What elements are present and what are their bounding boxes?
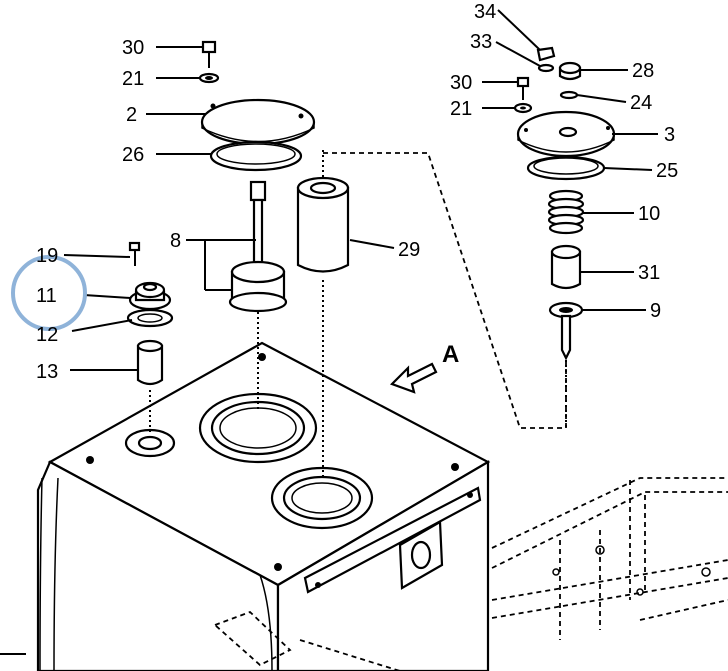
part-9-valve	[548, 301, 584, 361]
machine-frame	[213, 477, 728, 671]
part-10-spring	[547, 189, 585, 235]
callout-8: 8	[170, 230, 181, 252]
tank-port-large	[198, 392, 318, 464]
callout-12: 12	[36, 324, 58, 346]
part-25-gasket	[526, 155, 606, 181]
callout-11: 11	[36, 285, 57, 307]
callout-29: 29	[398, 239, 420, 261]
leader-lines	[63, 9, 658, 371]
part-13-sleeve	[136, 339, 164, 386]
part-2-cover	[200, 98, 316, 146]
callout-2: 2	[126, 104, 137, 126]
callout-labels: 34 33 30 21 2 26 8 29 19 11 12 13 28 24 …	[36, 1, 678, 383]
part-3-cover	[516, 110, 616, 158]
part-26-gasket	[209, 140, 303, 172]
callout-30-left: 30	[122, 37, 144, 59]
callout-26: 26	[122, 144, 144, 166]
callout-19: 19	[36, 245, 58, 267]
callout-10: 10	[638, 203, 660, 225]
callout-13: 13	[36, 361, 58, 383]
callout-21-right: 21	[450, 98, 472, 120]
view-letter-a: A	[442, 341, 459, 368]
part-30-bolt-left	[201, 40, 217, 68]
part-19-bolt	[128, 241, 141, 266]
callout-21-left: 21	[122, 68, 144, 90]
callout-34: 34	[474, 1, 496, 23]
part-30-bolt-right	[516, 76, 530, 100]
part-33-washer	[537, 63, 555, 73]
hydraulic-tank	[36, 341, 491, 671]
highlight-ring	[11, 255, 87, 331]
part-28-cap	[558, 61, 582, 81]
callout-9: 9	[650, 300, 661, 322]
callout-3: 3	[664, 124, 675, 146]
callout-31: 31	[638, 262, 660, 284]
part-12-washer	[126, 308, 174, 328]
part-34-bolt	[536, 46, 556, 62]
tank-port-small	[124, 428, 176, 458]
callout-33: 33	[470, 31, 492, 53]
part-29-filter	[296, 176, 350, 273]
callout-28: 28	[632, 60, 654, 82]
callout-30-right: 30	[450, 72, 472, 94]
part-21-washer-left	[198, 72, 220, 84]
callout-24: 24	[630, 92, 652, 114]
part-21-washer-right	[513, 102, 533, 114]
part-8-suction-strainer	[228, 180, 288, 313]
part-24-oring	[559, 90, 579, 100]
part-11-valve	[128, 281, 172, 311]
view-arrow-a: A	[390, 341, 459, 394]
callout-25: 25	[656, 160, 678, 182]
part-31-sleeve	[550, 244, 582, 290]
tank-port-filter	[270, 466, 374, 530]
